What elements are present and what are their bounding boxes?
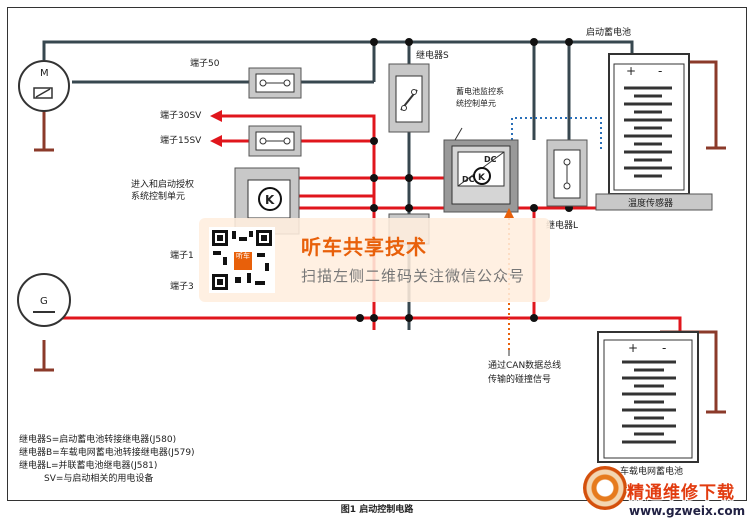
generator-label: G (40, 296, 48, 307)
onboard-battery-label: 车载电网蓄电池 (620, 465, 683, 477)
access-unit-label-2: 系统控制单元 (131, 190, 185, 202)
battery-monitor-label-1: 蓄电池监控系 (456, 86, 504, 96)
fuse-terminal-15sv (248, 125, 302, 157)
battery-monitor-unit: DC DC K (443, 139, 519, 213)
terminal-1-label: 端子1 (170, 249, 194, 261)
start-battery-label: 启动蓄电池 (586, 26, 631, 38)
arrow-30sv (210, 110, 222, 122)
starter-motor: M (18, 60, 70, 112)
relay-l (546, 139, 588, 207)
can-label-2: 传输的碰撞信号 (488, 373, 551, 385)
legend-line-4: SV=与启动相关的用电设备 (44, 472, 153, 484)
relay-s-label: 继电器S (416, 49, 449, 61)
onboard-battery-minus: - (662, 341, 666, 355)
temp-sensor-label: 温度传感器 (628, 197, 673, 209)
qr-center-logo: 听车 (233, 251, 253, 271)
legend-line-1: 继电器S=启动蓄电池转接继电器(J580) (19, 433, 176, 445)
dc-top-label: DC (484, 155, 497, 164)
can-arrow (504, 208, 514, 218)
relay-s (388, 63, 430, 133)
watermark-logo-icon (583, 466, 627, 510)
relay-l-label: 继电器L (546, 219, 578, 231)
monitor-pointer (454, 127, 463, 141)
start-battery-plus: + (626, 64, 636, 78)
junction-dots (356, 38, 573, 322)
site-watermark: 精通维修下载 www.gzweix.com (583, 464, 751, 522)
overlay-title: 听车共享技术 (301, 235, 427, 259)
can-bus-dotted (511, 117, 602, 160)
watermark-title: 精通维修下载 (627, 483, 735, 503)
legend-line-2: 继电器B=车载电网蓄电池转接继电器(J579) (19, 446, 195, 458)
motor-label: M (40, 68, 49, 79)
legend-line-3: 继电器L=并联蓄电池继电器(J581) (19, 459, 157, 471)
battery-monitor-label-2: 统控制单元 (456, 98, 496, 108)
terminal-30sv-label: 端子30SV (160, 109, 202, 121)
qr-code[interactable]: 听车 (209, 227, 275, 293)
generator: G (17, 273, 71, 327)
start-battery: + - (608, 53, 690, 195)
onboard-battery: + - (597, 331, 699, 463)
can-label-1: 通过CAN数据总线 (488, 359, 561, 371)
terminal-50-label: 端子50 (190, 57, 220, 69)
terminal-15sv-label: 端子15SV (160, 134, 202, 146)
dc-bottom-label: DC (462, 175, 475, 184)
access-unit-label-1: 进入和启动授权 (131, 178, 194, 190)
arrow-15sv (210, 135, 222, 147)
figure-caption: 图1 启动控制电路 (340, 505, 414, 515)
start-battery-minus: - (658, 64, 662, 78)
terminal-3-label: 端子3 (170, 280, 194, 292)
watermark-url: www.gzweix.com (629, 504, 746, 518)
k-symbol-2: K (478, 173, 486, 183)
overlay-subtitle: 扫描左侧二维码关注微信公众号 (301, 267, 526, 285)
k-symbol-1: K (265, 193, 275, 207)
wechat-promo-overlay: 听车 听车共享技术 扫描左侧二维码关注微信公众号 (199, 218, 550, 302)
onboard-battery-plus: + (628, 341, 638, 355)
temperature-sensor: 温度传感器 (595, 193, 713, 211)
fuse-terminal-50 (248, 67, 302, 99)
